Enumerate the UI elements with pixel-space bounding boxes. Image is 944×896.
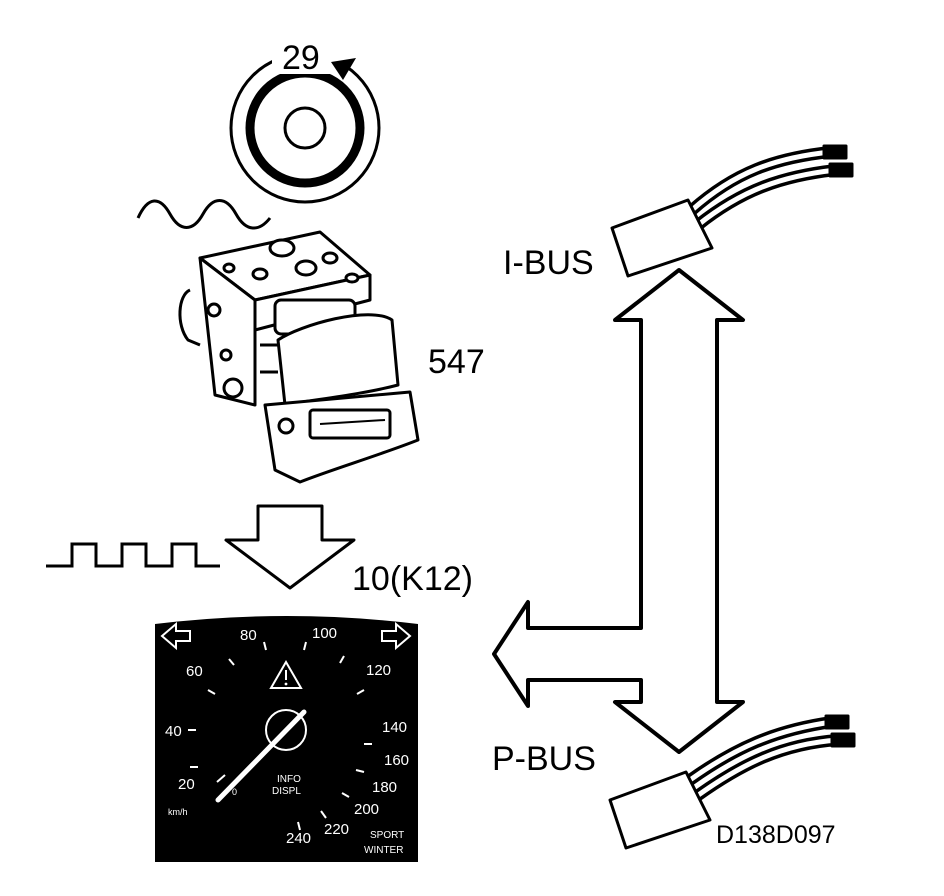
square-wave-signal (46, 542, 220, 568)
dial-label-160: 160 (384, 752, 409, 769)
dial-label-140: 140 (382, 719, 407, 736)
dial-label-20: 20 (178, 776, 195, 793)
mode-label-winter: WINTER (364, 845, 403, 856)
sensor-core (283, 106, 327, 150)
bus-connection-arrows (492, 268, 745, 754)
dial-label-200: 200 (354, 801, 379, 818)
sensor-ref-label: 29 (282, 39, 320, 77)
rotation-arrow-icon (331, 58, 356, 80)
ibus-connector (610, 144, 854, 278)
pbus-connector (608, 714, 856, 850)
dial-label-100: 100 (312, 625, 337, 642)
module-ref-label: 547 (428, 343, 485, 381)
dial-label-40: 40 (165, 723, 182, 740)
info-display-label: INFO (277, 774, 301, 785)
pbus-label: P-BUS (492, 740, 596, 778)
ibus-label: I-BUS (503, 244, 594, 282)
dial-label-220: 220 (324, 821, 349, 838)
dial-label-240: 240 (286, 830, 311, 847)
dial-label-zero: 0 (232, 787, 237, 797)
warning-triangle-icon (269, 659, 303, 689)
dial-tick-marks (188, 641, 372, 831)
dial-unit-label: km/h (168, 807, 188, 817)
speedometer-needle (215, 709, 307, 803)
dial-label-120: 120 (366, 662, 391, 679)
abs-control-module (178, 230, 420, 484)
speedometer: 20 40 60 80 100 120 140 160 180 200 220 … (155, 616, 418, 862)
turn-right-arrow-icon (381, 621, 412, 651)
module-to-cluster-arrow (224, 504, 356, 590)
wheel-speed-sensor: 29 (229, 39, 381, 204)
needle-hub (265, 709, 307, 751)
speedometer-face (155, 616, 418, 862)
turn-left-arrow-icon (160, 621, 191, 651)
drawing-id-label: D138D097 (716, 821, 836, 849)
mode-label-sport: SPORT (370, 830, 404, 841)
cluster-ref-label: 10(K12) (352, 560, 473, 598)
info-display-label-2: DISPL (272, 786, 301, 797)
sensor-ring (245, 68, 365, 188)
sine-wave-signal (136, 199, 272, 230)
dial-label-180: 180 (372, 779, 397, 796)
dial-label-60: 60 (186, 663, 203, 680)
dial-label-80: 80 (240, 627, 257, 644)
